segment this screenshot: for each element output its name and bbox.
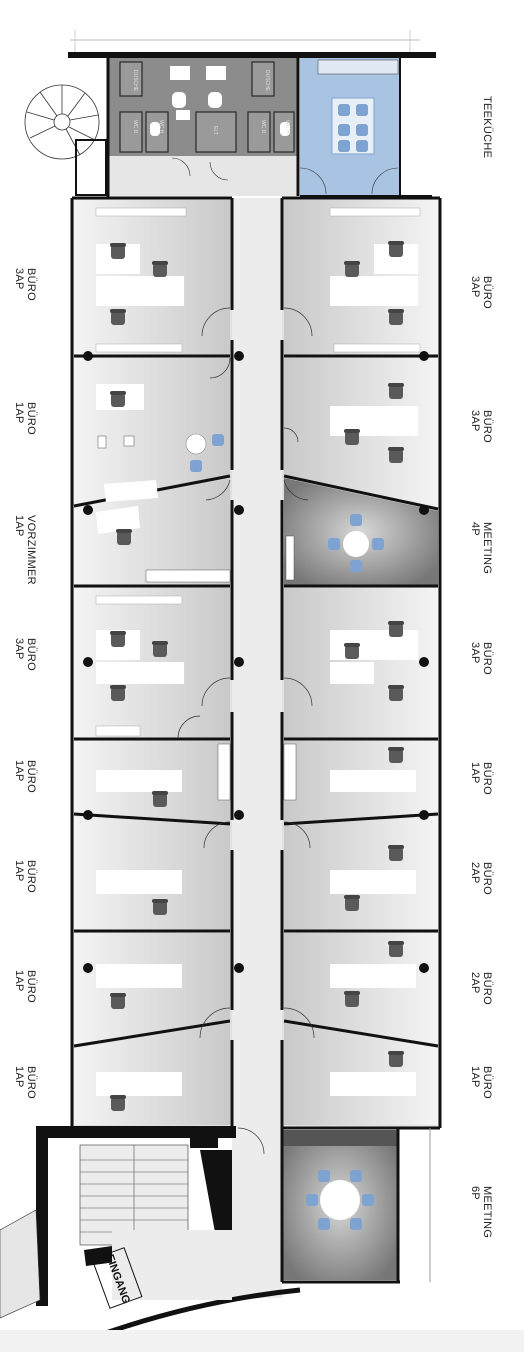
label-right-3: MEETING4P xyxy=(469,522,493,574)
teekueche-room xyxy=(299,58,432,197)
label-left-6: BÜRO1AP xyxy=(13,860,37,893)
furniture-right xyxy=(283,207,421,1096)
label-left-8: BÜRO1AP xyxy=(13,1066,37,1099)
spiral-staircase xyxy=(24,84,107,196)
label-left-4: BÜRO3AP xyxy=(13,638,37,671)
label-left-2: BÜRO1AP xyxy=(13,402,37,435)
label-left-7: BÜRO1AP xyxy=(13,970,37,1003)
label-right-8: BÜRO1AP xyxy=(469,1066,493,1099)
wc-label-2: WC H xyxy=(158,120,164,134)
dusche-label-1: DUSCHE xyxy=(132,70,138,92)
labels-left: BÜRO3AP BÜRO1AP VORZIMMER1AP BÜRO3AP BÜR… xyxy=(13,268,37,1099)
staircase-core xyxy=(0,1126,301,1338)
columns xyxy=(83,351,429,973)
dusche-label-2: DUSCHE xyxy=(264,70,270,92)
top-strip xyxy=(68,30,436,58)
furniture-left xyxy=(95,207,231,1111)
wc-label-1: WC D xyxy=(132,120,138,134)
label-right-1: BÜRO3AP xyxy=(469,276,493,309)
label-right-2: BÜRO3AP xyxy=(469,410,493,443)
label-right-6: BÜRO2AP xyxy=(469,862,493,895)
footer-bar xyxy=(0,1330,524,1352)
label-left-3: VORZIMMER1AP xyxy=(13,515,37,585)
sanitary-core: DUSCHE DUSCHE WC D WC H WC D WC H ELT xyxy=(106,58,300,200)
wc-label-3: WC D xyxy=(260,120,266,134)
label-right-7: BÜRO2AP xyxy=(469,972,493,1005)
doors xyxy=(177,307,315,1275)
elevator-label: ELT xyxy=(212,126,218,135)
label-right-4: BÜRO3AP xyxy=(469,642,493,675)
wc-label-4: WC H xyxy=(284,120,290,134)
label-right-5: BÜRO1AP xyxy=(469,762,493,795)
meeting-4p-floor xyxy=(284,478,438,585)
label-left-1: BÜRO3AP xyxy=(13,268,37,301)
walls xyxy=(70,196,442,1130)
labels-right: TEEKÜCHE BÜRO3AP BÜRO3AP MEETING4P BÜRO3… xyxy=(469,96,493,1238)
label-meeting-6p: MEETING6P xyxy=(469,1186,493,1238)
meeting-6p-room xyxy=(280,1128,431,1284)
label-teekueche: TEEKÜCHE xyxy=(481,96,493,158)
label-left-5: BÜRO1AP xyxy=(13,760,37,793)
